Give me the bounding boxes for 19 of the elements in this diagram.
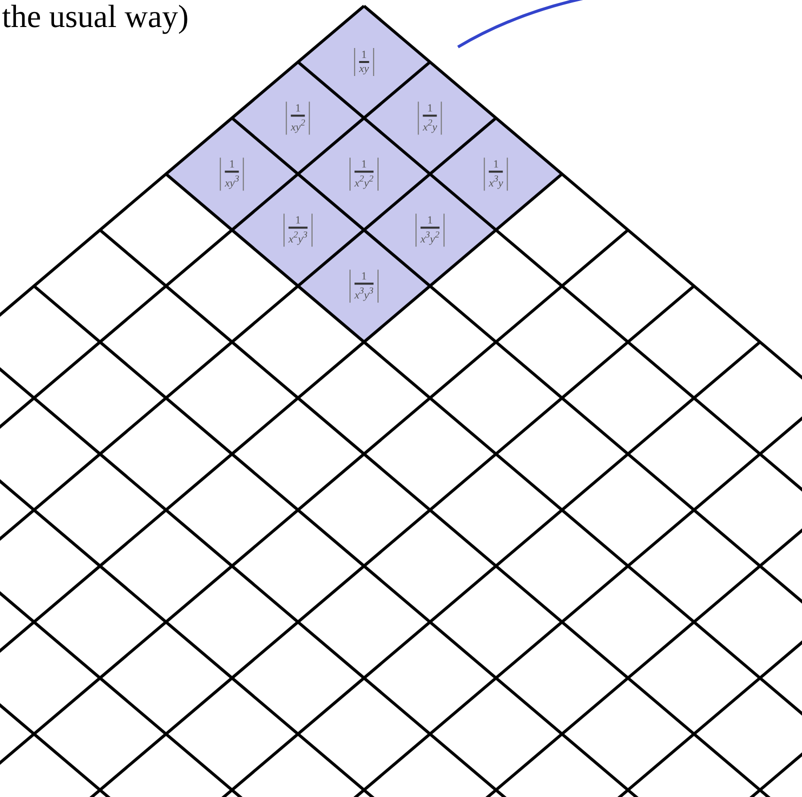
denominator-text: x$^{2}$y [422,114,438,134]
denominator-text: x$^{3}$y [488,170,504,190]
denominator-text: xy [359,61,369,75]
numerator-text: 1 [294,214,302,227]
numerator-text: 1 [360,49,368,61]
numerator-text: 1 [426,214,434,227]
numerator-text: 1 [492,158,500,171]
numerator-text: 1 [360,270,368,283]
denominator-text: xy$^{2}$ [290,114,306,134]
numerator-text: 1 [426,102,434,115]
denominator-text: x$^{2}$y$^{2}$ [354,170,374,190]
denominator-text: x$^{3}$y$^{2}$ [420,226,440,246]
numerator-text: 1 [360,158,368,171]
denominator-text: x$^{3}$y$^{3}$ [354,282,374,302]
denominator-text: x$^{2}$y$^{3}$ [288,226,308,246]
denominator-text: xy$^{3}$ [224,170,240,190]
caption-text: the usual way) [2,0,189,35]
numerator-text: 1 [294,102,302,115]
numerator-text: 1 [228,158,236,171]
